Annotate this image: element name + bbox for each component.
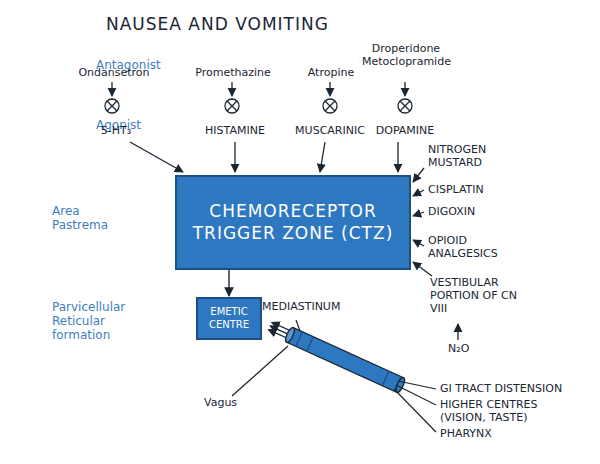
stimulus-name: OPIOID ANALGESICS xyxy=(428,234,514,260)
node-text: EMETIC CENTRE xyxy=(202,306,256,331)
agonist-name: MUSCARINIC xyxy=(290,124,370,137)
stimulus-name: HIGHER CENTRES (VISION, TASTE) xyxy=(440,398,550,424)
stimulus-name: VESTIBULAR PORTION OF CN VIII xyxy=(430,276,520,315)
stimulus-name: NITROGEN MUSTARD xyxy=(428,143,508,169)
process-box: EMETIC CENTRE xyxy=(196,297,262,340)
stimulus-name: DIGOXIN xyxy=(428,205,508,218)
vagus-nerve xyxy=(232,319,436,432)
antagonist-name: Ondansetron xyxy=(70,66,158,79)
stimulus-name: CISPLATIN xyxy=(428,183,508,196)
antagonist-name: Droperidone Metoclopramide xyxy=(362,42,450,68)
connector xyxy=(228,270,229,296)
region-name: Parvicellular Reticular formation xyxy=(52,300,152,342)
stimulus-name: GI TRACT DISTENSION xyxy=(440,382,590,395)
stimulus-name: N₂O xyxy=(448,342,488,355)
agonist-name: DOPAMINE xyxy=(370,124,440,137)
structure-name: MEDIASTINUM xyxy=(262,300,372,313)
antagonist-name: Promethazine xyxy=(188,66,278,79)
process-box: CHEMORECEPTOR TRIGGER ZONE (CTZ) xyxy=(175,175,411,270)
node-text-group: CHEMORECEPTOR TRIGGER ZONE (CTZ) xyxy=(181,201,405,244)
stimulus-name: PHARYNX xyxy=(440,427,520,440)
node-text: CHEMORECEPTOR TRIGGER ZONE (CTZ) xyxy=(181,201,405,244)
antagonist-name: Atropine xyxy=(300,66,362,79)
title: NAUSEA AND VOMITING xyxy=(106,14,329,34)
agonist-name: 5-HT₃ xyxy=(96,124,136,137)
structure-name: Vagus xyxy=(204,396,264,409)
agonist-name: HISTAMINE xyxy=(198,124,272,137)
arrows xyxy=(105,82,458,340)
region-name: Area Pastrema xyxy=(52,204,122,232)
node-text-group: EMETIC CENTRE xyxy=(202,306,256,331)
